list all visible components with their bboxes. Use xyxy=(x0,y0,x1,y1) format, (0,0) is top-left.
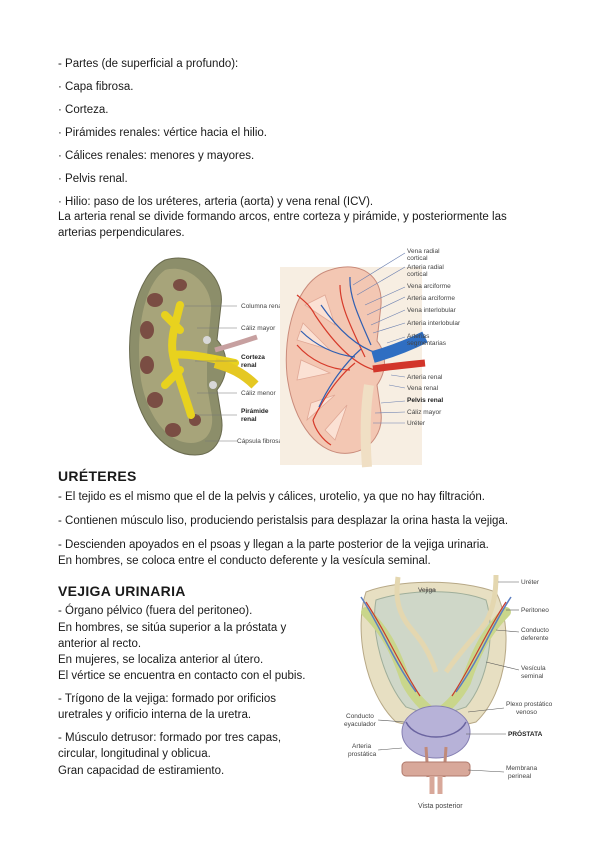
heading-ureteres: URÉTERES xyxy=(58,468,137,484)
label-corteza-renal: renal xyxy=(241,362,257,369)
text-line: En hombres, se coloca entre el conducto … xyxy=(58,555,431,567)
text-line: · Pirámides renales: vértice hacia el hi… xyxy=(58,127,268,139)
label-caliz-menor: Cáliz menor xyxy=(241,390,277,397)
label-plexo-venoso: venoso xyxy=(516,709,537,716)
label-arteria-arciforme: Arteria arciforme xyxy=(407,295,455,302)
label-corteza: Corteza xyxy=(241,354,265,361)
label-arteria-prostatica: prostática xyxy=(348,751,377,758)
label-columna-renal: Columna renal xyxy=(241,303,284,310)
label-conducto-eyaculador-1: Conducto xyxy=(346,713,374,720)
figure-caption: Vista posterior xyxy=(418,803,463,810)
label-arterias-segmentarias: segmentarias xyxy=(407,340,447,347)
label-pelvis-renal: Pelvis renal xyxy=(407,397,443,404)
heading-vejiga-urinaria: VEJIGA URINARIA xyxy=(58,583,186,599)
text-line: - Músculo detrusor: formado por tres cap… xyxy=(58,732,282,744)
label-capsula-fibrosa: Cápsula fibrosa xyxy=(237,438,283,445)
label-plexo-prostatico: Plexo prostático xyxy=(506,701,553,708)
label-vejiga: Vejiga xyxy=(418,587,436,594)
text-line: En hombres, se sitúa superior a la próst… xyxy=(58,622,287,634)
text-line: - Trígono de la vejiga: formado por orif… xyxy=(58,693,276,705)
text-line: El vértice se encuentra en contacto con … xyxy=(58,670,306,682)
text-line: circular, longitudinal y oblicua. xyxy=(58,748,211,760)
text-line: · Pelvis renal. xyxy=(58,173,128,185)
kidney-section-illustration xyxy=(129,257,259,456)
text-line: - Contienen músculo liso, produciendo pe… xyxy=(58,515,509,527)
label-arteria-radial-cortical: cortical xyxy=(407,271,428,278)
kidney-anatomy-figure: Columna renal Cáliz mayor Corteza renal … xyxy=(129,248,461,468)
label-vena-arciforme: Vena arciforme xyxy=(407,283,451,290)
text-line: · Cálices renales: menores y mayores. xyxy=(58,150,255,162)
label-piramide: Pirámide xyxy=(241,408,269,415)
label-arteria: Arteria xyxy=(352,743,372,750)
label-caliz-mayor-right: Cáliz mayor xyxy=(407,409,442,416)
label-vena-radial: Vena radial xyxy=(407,248,440,255)
text-line: · Hilio: paso de los uréteres, arteria (… xyxy=(58,196,374,208)
label-arterias: Arterias xyxy=(407,333,430,340)
label-membrana: Membrana xyxy=(506,765,537,772)
text-line: La arteria renal se divide formando arco… xyxy=(58,211,507,223)
kidney-vascular-illustration xyxy=(280,266,428,468)
label-arteria-interlobular: Arteria interlobular xyxy=(407,320,461,327)
label-membrana-perineal: perineal xyxy=(508,773,532,780)
label-vesicula-seminal: seminal xyxy=(521,673,544,680)
bladder-anatomy-figure: Uréter Vejiga Peritoneo Conducto deferen… xyxy=(344,574,553,810)
label-prostata: PRÓSTATA xyxy=(508,729,543,738)
text-line: Gran capacidad de estiramiento. xyxy=(58,765,225,777)
text-line: arterias perpendiculares. xyxy=(58,227,185,239)
label-vena-interlobular: Vena interlobular xyxy=(407,307,457,314)
label-vesicula: Vesícula xyxy=(521,665,546,672)
text-line: · Corteza. xyxy=(58,104,109,116)
text-line: - El tejido es el mismo que el de la pel… xyxy=(58,491,485,503)
text-line: - Descienden apoyados en el psoas y lleg… xyxy=(58,539,489,551)
bladder-illustration xyxy=(360,574,512,794)
label-ureter: Uréter xyxy=(521,579,540,586)
label-caliz-mayor: Cáliz mayor xyxy=(241,325,276,332)
label-piramide-renal: renal xyxy=(241,416,257,423)
text-line: - Órgano pélvico (fuera del peritoneo). xyxy=(58,605,253,617)
label-arteria-radial: Arteria radial xyxy=(407,264,444,271)
text-line: · Capa fibrosa. xyxy=(58,81,134,93)
text-line: En mujeres, se localiza anterior al úter… xyxy=(58,654,264,666)
text-line: uretrales y orificio interna de la uretr… xyxy=(58,709,252,721)
text-line: - Partes (de superficial a profundo): xyxy=(58,58,239,70)
label-arteria-renal: Arteria renal xyxy=(407,374,443,381)
label-peritoneo: Peritoneo xyxy=(521,607,549,614)
label-conducto-deferente: deferente xyxy=(521,635,549,642)
label-vena-radial-cortical: cortical xyxy=(407,255,428,262)
label-conducto-eyaculador-2: eyaculador xyxy=(344,721,377,728)
label-ureter-kidney: Uréter xyxy=(407,420,426,427)
label-vena-renal: Vena renal xyxy=(407,385,439,392)
label-conducto: Conducto xyxy=(521,627,549,634)
text-line: anterior al recto. xyxy=(58,638,142,650)
